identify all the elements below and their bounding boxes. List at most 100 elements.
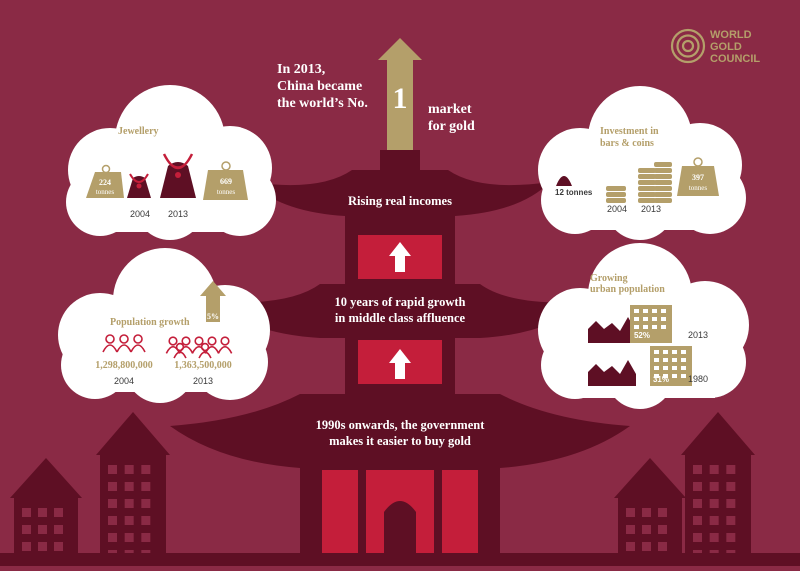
headline-line-4: market	[428, 102, 472, 117]
logo-line-3: COUNCIL	[710, 53, 760, 65]
tower-window	[663, 374, 668, 378]
window	[124, 516, 134, 525]
coin	[654, 162, 672, 167]
window	[693, 499, 702, 508]
up-arrow-icon	[389, 349, 411, 379]
headline-number: 1	[393, 82, 408, 115]
tower-window	[654, 366, 659, 370]
investment-unit-2013: tonnes	[689, 184, 708, 192]
window	[726, 465, 736, 474]
person-icon	[105, 334, 115, 344]
person-icon	[175, 342, 185, 352]
coin	[638, 180, 656, 185]
pagoda-pillar-left	[322, 470, 358, 566]
window	[124, 482, 134, 491]
city-skyline-icon	[588, 346, 692, 386]
tower-window	[661, 317, 666, 321]
window	[141, 499, 151, 508]
jewellery-year-2013: 2013	[168, 209, 188, 219]
window	[642, 508, 651, 517]
tower-window	[643, 309, 648, 313]
people-icons	[102, 334, 233, 359]
urban-title-2: urban population	[590, 284, 665, 295]
coin	[654, 186, 672, 191]
tower-window	[661, 325, 666, 329]
coin	[638, 168, 656, 173]
tier-middle-text-2: in middle class affluence	[335, 311, 466, 325]
window	[709, 516, 719, 525]
window	[124, 499, 134, 508]
tower-window	[663, 350, 668, 354]
window	[141, 533, 151, 542]
tower-window	[672, 358, 677, 362]
person-icon	[133, 334, 143, 344]
window	[709, 465, 719, 474]
window	[38, 525, 47, 534]
window	[726, 482, 736, 491]
window	[626, 525, 635, 534]
tower-window	[672, 350, 677, 354]
window	[693, 482, 702, 491]
pagoda-spire-base	[380, 150, 420, 172]
window	[709, 482, 719, 491]
coin	[654, 192, 672, 197]
investment-value-2004: 12 tonnes	[555, 188, 593, 197]
tower-window	[652, 317, 657, 321]
window	[642, 525, 651, 534]
coin	[654, 198, 672, 203]
tower-window	[654, 350, 659, 354]
window	[642, 542, 651, 551]
investment-weight-2013: 397	[692, 173, 704, 182]
tower-window	[634, 309, 639, 313]
tower-window	[652, 309, 657, 313]
person-body	[217, 345, 233, 354]
logo-line-1: WORLD	[710, 29, 752, 41]
urban-title-1: Growing	[590, 273, 628, 284]
investment-year-2013: 2013	[641, 204, 661, 214]
window	[22, 508, 31, 517]
jewellery-unit-2013: tonnes	[217, 188, 236, 196]
jewellery-weight-2013: 669	[220, 177, 232, 186]
window	[141, 482, 151, 491]
tower-window	[634, 325, 639, 329]
window	[54, 525, 63, 534]
window	[38, 542, 47, 551]
window	[108, 516, 117, 525]
pagoda-door	[384, 501, 416, 566]
person-icon	[220, 336, 230, 346]
urban-year-1980: 1980	[688, 374, 708, 384]
jewellery-title: Jewellery	[118, 126, 159, 137]
weight-icon	[86, 164, 124, 198]
window	[658, 542, 667, 551]
tower-window	[672, 366, 677, 370]
window	[658, 525, 667, 534]
population-year-2013: 2013	[193, 376, 213, 386]
person-icon	[194, 336, 204, 346]
window	[38, 508, 47, 517]
window	[108, 465, 117, 474]
investment-year-2004: 2004	[607, 204, 627, 214]
tower-window	[663, 366, 668, 370]
tier-bottom-text-2: makes it easier to buy gold	[329, 434, 471, 448]
person-body	[204, 345, 220, 354]
jewellery-weight-2004: 224	[99, 178, 111, 187]
pagoda-bottom-roof	[170, 394, 630, 468]
growth-arrow-icon	[200, 281, 226, 322]
window	[726, 533, 736, 542]
window	[108, 499, 117, 508]
tower-window	[652, 325, 657, 329]
window	[22, 525, 31, 534]
pagoda-middle-roof	[215, 284, 585, 338]
tower-window	[654, 358, 659, 362]
gold-bar-icon	[556, 176, 572, 186]
coin	[606, 198, 626, 203]
growth-arrow-icon	[378, 38, 422, 150]
person-icon	[207, 336, 217, 346]
investment-title-2: bars & coins	[600, 138, 654, 149]
coin	[606, 186, 626, 191]
window	[54, 508, 63, 517]
tower-window	[643, 317, 648, 321]
tower-window	[681, 374, 686, 378]
